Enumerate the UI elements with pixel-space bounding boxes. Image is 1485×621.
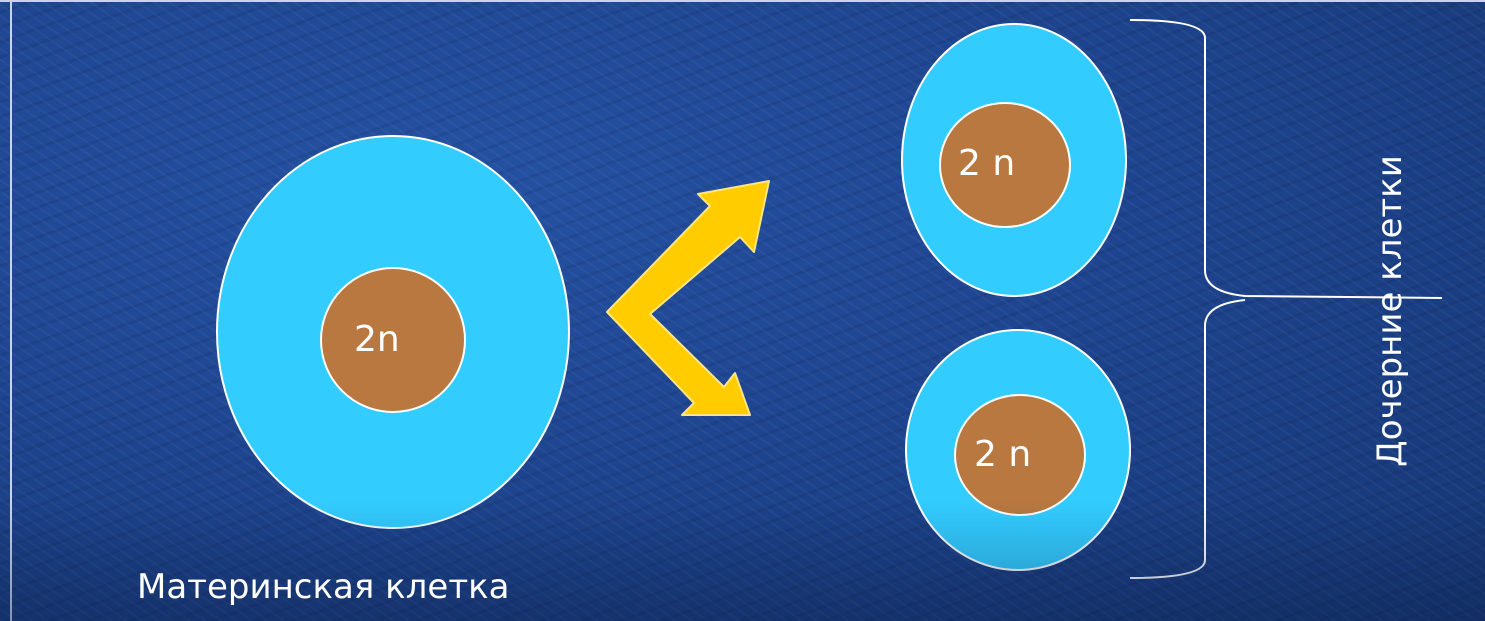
daughter-cell-bottom-nucleus-label: 2 n <box>974 434 1032 475</box>
daughter-cell-top-nucleus <box>939 102 1071 228</box>
daughter-cell-bottom-nucleus <box>954 394 1086 516</box>
daughter-cells-brace <box>1129 19 1443 579</box>
mother-cell-caption: Материнская клетка <box>137 567 510 607</box>
division-arrow <box>606 180 770 416</box>
mother-cell-nucleus <box>320 267 466 413</box>
daughter-cells-label: Дочерние клетки <box>1370 155 1410 467</box>
frame-left-line <box>10 0 12 621</box>
daughter-cell-top <box>901 23 1127 297</box>
frame-top-line <box>0 0 1485 2</box>
daughter-cell-bottom <box>905 329 1131 571</box>
daughter-cell-top-nucleus-label: 2 n <box>958 143 1016 184</box>
mother-cell <box>216 135 570 529</box>
mother-cell-nucleus-label: 2n <box>354 319 400 360</box>
